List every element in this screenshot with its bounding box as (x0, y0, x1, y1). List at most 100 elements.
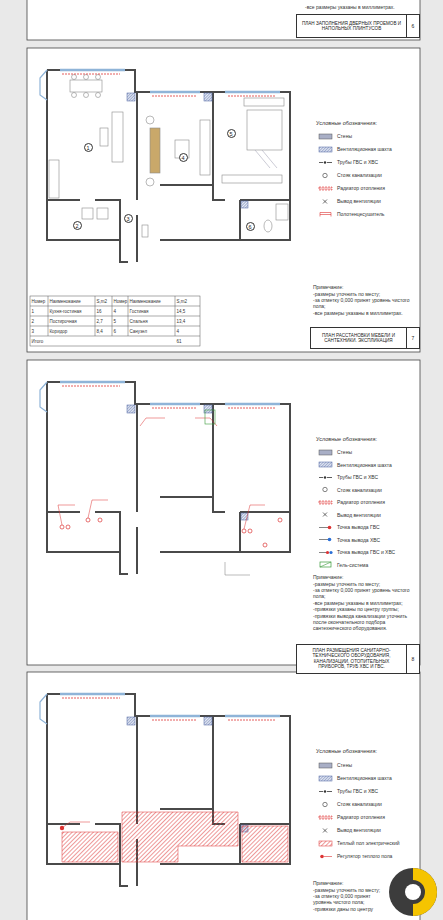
legend-sample (318, 853, 333, 860)
room-number-circle: 3 (124, 214, 133, 223)
table-cell: 8,4 (97, 329, 103, 334)
legend-sample (318, 133, 333, 140)
legend-text: Точка вывода ГВС (337, 524, 380, 530)
legend-text: Трубы ГВС и ХВС (337, 474, 378, 480)
sheet-number: 7 (406, 328, 419, 348)
legend-text: Гель-система (337, 562, 368, 568)
sheet-title: ПЛАН ЗАПОЛНЕНИЯ ДВЕРНЫХ ПРОЕМОВ И НАПОЛЬ… (297, 15, 406, 37)
note-text: -размеры уточнить по месту; (313, 887, 383, 893)
note-text: -размеры уточнить по месту; (313, 581, 417, 587)
room-number: 6 (248, 224, 251, 230)
table-cell: 5 (114, 319, 117, 324)
legend-sample (318, 801, 333, 808)
table-cell: Гостиная (130, 309, 149, 314)
room-number: 2 (75, 223, 78, 229)
legend-sample (318, 159, 333, 166)
legend-text: Радиатор отопления (337, 499, 385, 505)
legend-sample (318, 524, 333, 531)
legend-sample (318, 474, 333, 481)
legend-sample (318, 561, 333, 568)
legend-sample (318, 461, 333, 468)
legend-sample (318, 762, 333, 769)
legend-text: Стояк канализации (337, 172, 382, 178)
table-cell: 4 (177, 329, 180, 334)
title-block: ПЛАН РАССТАНОВКИ МЕБЕЛИ И САНТЕХНИКИ. ЭК… (310, 327, 420, 349)
legend-sample (318, 536, 333, 543)
table-cell: 3 (32, 329, 35, 334)
legend-swatch (319, 450, 332, 455)
legend-sample (318, 549, 333, 556)
legend-text: Вывод вентиляции (337, 827, 381, 833)
room-number: 1 (86, 145, 89, 151)
sheet-number: 6 (406, 15, 419, 37)
legend-text: Вентиляционная шахта (337, 775, 392, 781)
table-cell: 13,4 (177, 319, 186, 324)
sheet-title: ПЛАН РАССТАНОВКИ МЕБЕЛИ И САНТЕХНИКИ. ЭК… (311, 328, 406, 348)
legend-text: Трубы ГВС и ХВС (337, 788, 378, 794)
legend-sample (318, 486, 333, 493)
table-cell: Номер (32, 299, 46, 304)
room-number-circle: 2 (73, 221, 82, 230)
table-cell: Постирочная (50, 319, 77, 324)
legend-heading: Условные обозначения: (316, 120, 377, 126)
table-cell: 6 (114, 329, 117, 334)
note-text: Примечание: (313, 284, 417, 290)
legend-heading: Условные обозначения: (316, 748, 377, 754)
note-text: -все размеры указаны в миллиметрах. (313, 310, 417, 316)
room-number-circle: 6 (246, 222, 255, 231)
legend-text: Точка вывода ХВС (337, 537, 380, 543)
table-cell: 4 (114, 309, 117, 314)
legend-text: Стояк канализации (337, 487, 382, 493)
table-cell: 61 (177, 339, 182, 344)
legend-sample (318, 185, 333, 192)
table-cell: Санузел (130, 329, 148, 334)
table-cell: 16 (97, 309, 102, 314)
legend-text: Полотенцесушитель (337, 211, 384, 217)
note-text: -привязки вывода канализации уточнить по… (313, 613, 417, 631)
legend-text: Вывод вентиляции (337, 198, 381, 204)
legend-sample (318, 827, 333, 834)
legend-text: Трубы ГВС и ХВС (337, 159, 378, 165)
note-text: -за отметку 0,000 принят уровень чистого… (313, 893, 383, 905)
room-number-circle: 1 (84, 143, 93, 152)
legend-sample (318, 788, 333, 795)
legend-text: Стены (337, 449, 352, 455)
legend-swatch (319, 763, 332, 768)
legend-text: Стены (337, 133, 352, 139)
title-block: ПЛАН РАЗМЕЩЕНИЯ САНИТАРНО-ТЕХНИЧЕСКОГО О… (296, 644, 420, 674)
table-cell: S,m2 (97, 299, 108, 304)
legend-sample (318, 211, 333, 218)
legend-text: Вентиляционная шахта (337, 462, 392, 468)
table-cell: Коридор (50, 329, 68, 334)
legend-sample (318, 146, 333, 153)
legend-swatch (319, 134, 332, 139)
legend-sample (318, 449, 333, 456)
note-text: -привязки даны по центру (313, 906, 383, 912)
room-number-circle: 5 (227, 129, 236, 138)
note-text: -размеры уточнить по месту; (313, 291, 417, 297)
title-block: ПЛАН ЗАПОЛНЕНИЯ ДВЕРНЫХ ПРОЕМОВ И НАПОЛЬ… (296, 14, 420, 38)
legend-text: Стены (337, 762, 352, 768)
legend-text: Вентиляционная шахта (337, 146, 392, 152)
sheet-title: ПЛАН РАЗМЕЩЕНИЯ САНИТАРНО-ТЕХНИЧЕСКОГО О… (297, 645, 406, 673)
table-cell: Итого (32, 339, 44, 344)
legend-sample (318, 198, 333, 205)
legend-text: Радиатор отопления (337, 814, 385, 820)
room-number: 3 (126, 216, 129, 222)
room-number: 4 (181, 155, 184, 161)
legend-text: Теплый пол электрический (337, 840, 400, 846)
legend-sample (318, 172, 333, 179)
table-cell: 14,5 (177, 309, 186, 314)
table-cell: S,m2 (177, 299, 188, 304)
table-cell: Кухня-гостиная (50, 309, 82, 314)
note-text: -все размеры указаны в миллиметрах; (313, 600, 417, 606)
table-cell: Наименование (130, 299, 161, 304)
table-cell: Номер (114, 299, 128, 304)
table-cell: Наименование (50, 299, 81, 304)
table-cell: 2,7 (97, 319, 103, 324)
legend-heading: Условные обозначения: (316, 436, 377, 442)
legend-sample (318, 511, 333, 518)
table-cell: 1 (32, 309, 35, 314)
legend-text: Стояк канализации (337, 801, 382, 807)
